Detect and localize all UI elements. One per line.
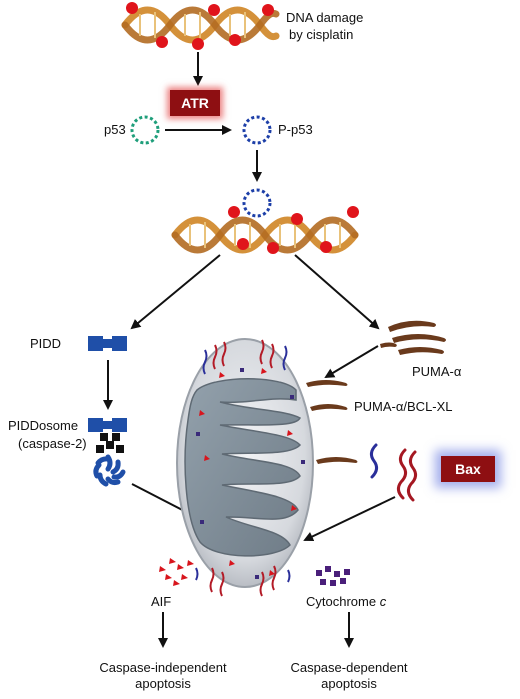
outcome-left-label: Caspase-independent [99,660,227,675]
outcome-right-label-2: apoptosis [321,676,377,691]
arrow-bax-to-mito [303,496,396,542]
cytochrome-c-cluster-icon [316,566,350,586]
arrow-puma-to-mito [324,345,379,379]
caspase2-label: (caspase-2) [18,436,87,451]
cytochrome-c-italic: c [379,594,387,609]
puma-bclxl-label: PUMA-α/BCL-XL [354,399,453,414]
atr-badge: ATR [170,90,220,116]
arrow-dna-to-puma [294,254,380,330]
pidd-label: PIDD [30,336,62,351]
aif-label: AIF [151,594,172,609]
puma-alpha-icon [380,320,446,355]
p-p53-bound-icon [242,188,272,218]
piddosome-complex-icon [88,418,127,487]
puma-alpha-label: PUMA-α [412,364,462,379]
mitochondrion-icon [176,338,358,597]
piddosome-label: PIDDosome [8,418,79,433]
p-p53-label: P-p53 [278,122,313,137]
arrow-dna-to-pidd [130,254,221,330]
dna-damage-label: DNA damage [286,10,364,25]
bax-badge: Bax [441,456,495,482]
bax-worm-icon [369,443,418,502]
dna-helix-top [121,2,280,50]
dna-damage-label-2: by cisplatin [289,27,354,42]
pidd-dimer-icon [88,336,127,351]
outcome-right-label: Caspase-dependent [290,660,408,675]
dna-helix-bound [171,206,359,254]
cytochrome-label-text: Cytochrome [306,594,380,609]
p-p53-ring-icon [242,115,272,145]
cytochrome-c-label: Cytochrome c [306,594,386,610]
p53-label: p53 [104,122,126,137]
p53-ring-icon [130,115,160,145]
outcome-left-label-2: apoptosis [135,676,191,691]
aif-cluster-icon [159,558,194,586]
